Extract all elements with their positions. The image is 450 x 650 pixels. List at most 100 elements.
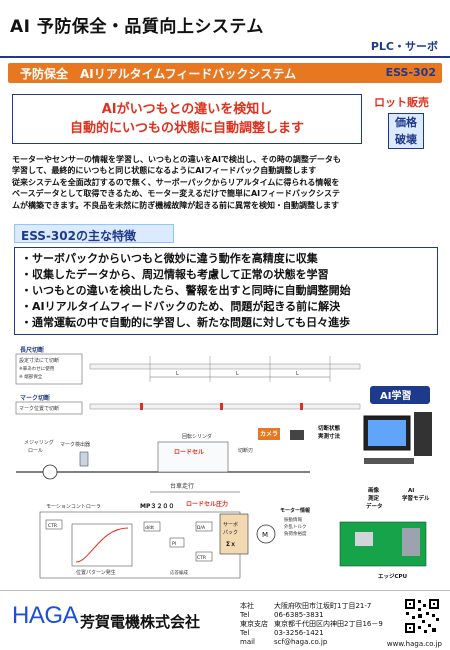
position-gen-label: 位置パターン発生 [76, 569, 116, 576]
qr-code-icon[interactable] [404, 598, 440, 634]
mark-cut-box [15, 401, 83, 415]
feature-item: ・収集したデータから、周辺情報も考慮して正常の状態を学習 [21, 268, 329, 281]
long-cut-legend: 長尺切断 設定寸法にて切断 ※車あわせに使用 ※ 端部保全 [15, 346, 83, 385]
pi-block [169, 537, 185, 548]
monitor-screen [368, 420, 406, 446]
page-header: AI 予防保全・品質向上システム PLC・サーボ [0, 0, 450, 58]
feature-item: ・いつもとの違いを検出したら、警報を出すと同時に自動調整開始 [21, 284, 351, 297]
servo-model: Σｘ [226, 541, 236, 548]
measuring-roll-label: メジャリング [24, 439, 54, 446]
long-cut-box [15, 353, 83, 385]
dimension-label: L [236, 371, 239, 377]
lot-sale-label: ロット販売 [374, 96, 429, 109]
company-name: 芳賀電機株式会社 [80, 613, 201, 631]
features-section-title: ESS-302の主な特徴 [14, 224, 174, 243]
loadcell-label: ロードセル [174, 449, 204, 456]
ctr-label-2: CTR [197, 555, 206, 561]
mark [300, 403, 303, 410]
product-name: 予防保全 AIリアルタイムフィードバックシステム [20, 67, 297, 81]
mark [140, 403, 143, 410]
loadcell-pressure-label: ロードセル圧力 [186, 500, 228, 508]
return-cycle-label: 応答編成 [170, 569, 188, 576]
product-bar: 予防保全 AIリアルタイムフィードバックシステム ESS-302 [8, 63, 442, 83]
camera-icon [290, 430, 304, 440]
headline-line-2: 自動的にいつもの状態に自動調整します [69, 121, 304, 136]
price-badge: 価格 破壊 [388, 113, 424, 149]
ddt-label: d/dt [145, 525, 154, 531]
edge-cpu-label: エッジCPU [378, 573, 407, 580]
da-block [195, 521, 213, 532]
material-strips: L L L [89, 356, 361, 410]
carriage-label: 台車走行 [170, 482, 194, 490]
servo-pack-label-2: パック [223, 530, 238, 536]
contact-row: 東京支店東京都千代田区内神田2丁目16－9 [240, 620, 383, 628]
intro-line: 従来システムを全面改訂するので無く、サーボーパックからリアルタイムに得られる情報… [12, 177, 340, 187]
dimension-label: L [296, 371, 299, 377]
email-link[interactable]: scf@haga.co.jp [274, 638, 328, 646]
measuring-roll-label-2: ロール [28, 448, 43, 454]
servo-pack [219, 513, 249, 555]
intro-line: ムが構築できます。不良品を未然に防ぎ機械故障が起きる前に異常を検知・自動調整しま… [12, 200, 340, 210]
dimension-label: L [176, 371, 179, 377]
company-logo: HAGA [12, 602, 79, 629]
cut-state-label-2: 実測寸法 [318, 432, 341, 440]
ddt-block [143, 521, 161, 532]
features-title: ESS-302の主な特徴 [21, 229, 136, 243]
mark-cut-title: マーク切断 [20, 394, 50, 402]
ai-learning-label: AI学習 [380, 389, 411, 402]
website-link[interactable]: www.haga.co.jp [386, 640, 442, 648]
controller-model: MP３２００ [140, 502, 174, 510]
image-data-label: 測定 [368, 494, 380, 502]
servo-pack-label: サーボ [223, 521, 238, 528]
motor-info-item: 振動情報 [284, 516, 302, 523]
cutter-label: 回転シリンダ [182, 433, 212, 440]
mark-cut-legend: マーク切断 マーク位置で切断 [15, 394, 83, 415]
pc-tower-icon [414, 412, 432, 456]
pi-label: PI [172, 541, 176, 547]
system-diagram: 長尺切断 設定寸法にて切断 ※車あわせに使用 ※ 端部保全 マーク切断 マーク位… [15, 346, 432, 580]
strip-mark [89, 403, 361, 410]
long-cut-title: 長尺切断 [20, 346, 44, 354]
features-list: ・サーボパックからいつもと微妙に違う動作を高精度に収集 ・収集したデータから、周… [14, 247, 438, 335]
page-title: AI 予防保全・品質向上システム [10, 17, 264, 37]
strip-long [89, 363, 361, 370]
camera-badge [258, 428, 280, 440]
ctr-block [45, 519, 63, 530]
mark-cut-text: マーク位置で切断 [19, 405, 59, 412]
motor-info-item: 外乱トルク [284, 523, 307, 530]
intro-text: モーターやセンサーの情報を学習し、いつもとの違いをAIで検出し、その時の調整デー… [12, 154, 440, 211]
motor-info-item: 負荷余裕度 [284, 530, 307, 537]
ctr-label: CTR [48, 523, 57, 529]
feature-item: ・通常運転の中で自動的に学習し、新たな問題に対しても日々進歩 [21, 316, 351, 329]
cut-blade-label: 切断刃 [238, 447, 253, 454]
measuring-roll [42, 464, 58, 480]
motor-icon [256, 524, 276, 544]
ai-learning-block: AI学習 画像 測定 データ AI 学習モデル エッジCPU [339, 386, 432, 580]
intro-line: ベースデータとして取得できるため、モーター変えるだけで簡単にAIフィードバックシ… [12, 189, 340, 199]
mark [220, 403, 223, 410]
cut-state-label: 切断状態 [318, 424, 341, 432]
price-badge-line-1: 価格 [395, 116, 417, 129]
price-badge-line-2: 破壊 [395, 133, 417, 146]
category-label: PLC・サーボ [370, 40, 438, 53]
contact-row: 本社大阪府吹田市江坂町1丁目21-7 [240, 602, 372, 610]
controller-label: モーションコントローラ [46, 504, 101, 510]
motor-info-label: モーター情報 [280, 507, 311, 514]
image-data-label: 画像 [368, 486, 380, 494]
headline-line-1: AIがいつもとの違いを検知し [101, 102, 273, 117]
ai-model-label: AI [408, 488, 414, 494]
cpu-chip [355, 532, 373, 546]
feature-item: ・サーボパックからいつもと微妙に違う動作を高精度に収集 [21, 252, 318, 265]
long-cut-text-1: 設定寸法にて切断 [19, 357, 59, 364]
ai-learning-badge [370, 386, 430, 404]
ai-model-label: 学習モデル [402, 494, 430, 502]
controller-block: モーションコントローラ MP３２００ CTR 位置パターン発生 d/dt PI … [39, 502, 241, 579]
position-generator [71, 523, 133, 567]
cutter-unit [157, 441, 229, 473]
feature-item: ・AIリアルタイムフィードバックのため、問題が起きる前に解決 [21, 300, 341, 313]
footer-divider [0, 590, 450, 591]
long-cut-text-3: ※ 端部保全 [19, 373, 43, 380]
